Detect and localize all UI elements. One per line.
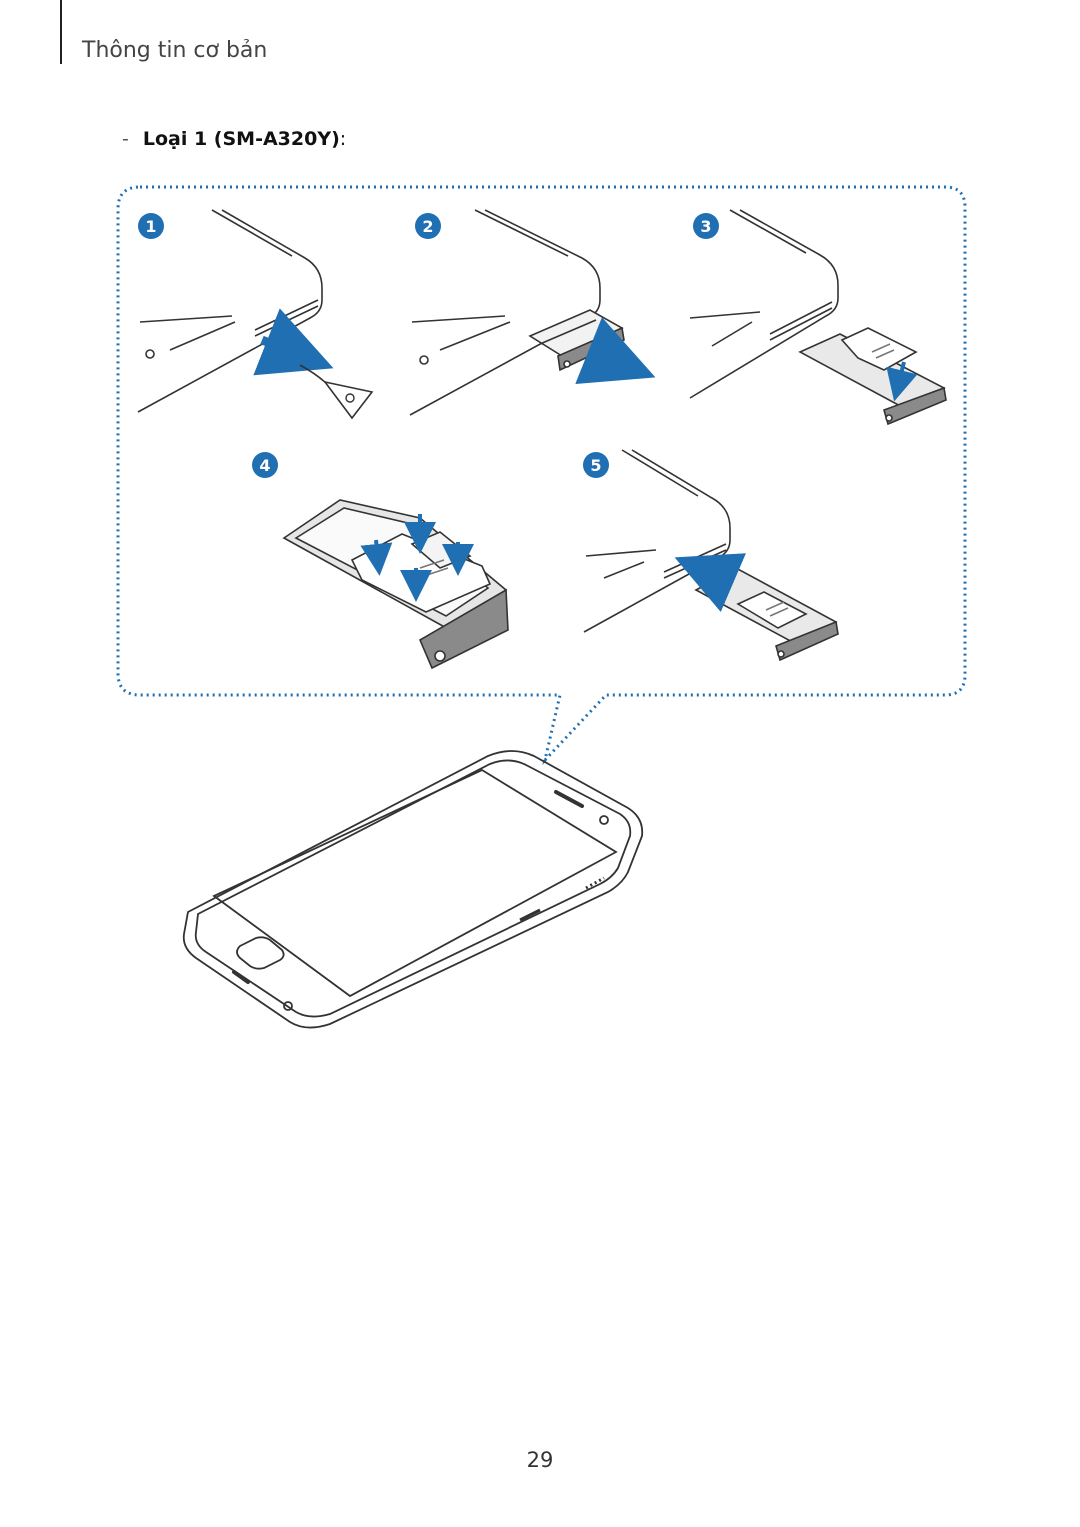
phone-overview — [182, 750, 644, 1029]
step-3-number: 3 — [700, 217, 711, 236]
step-1-eject-pin — [253, 308, 374, 420]
subheading-label: Loại 1 (SM-A320Y) — [142, 128, 340, 150]
subheading: -Loại 1 (SM-A320Y): — [122, 128, 346, 150]
step-1-panel: 1 — [137, 209, 374, 420]
step-4-tray-closeup — [282, 499, 509, 670]
callout-bubble — [116, 185, 967, 766]
step-4-insert-arrows — [360, 514, 474, 602]
page-number: 29 — [526, 1448, 554, 1472]
section-title: Thông tin cơ bản — [82, 38, 268, 63]
step-2-pull-arrow-icon — [575, 317, 656, 385]
header-side-rule — [60, 0, 62, 64]
step-4-panel: 4 — [252, 452, 509, 670]
step-5-panel: 5 — [583, 449, 839, 662]
step-5-badge-icon — [583, 452, 609, 478]
step-1-phone-corner — [137, 209, 323, 413]
step-3-phone-corner — [689, 209, 839, 399]
step-2-badge-icon — [415, 213, 441, 239]
step-5-number: 5 — [590, 456, 601, 475]
step-2-phone-corner — [409, 209, 601, 416]
subheading-colon: : — [339, 128, 347, 150]
step-2-panel: 2 — [409, 209, 656, 416]
step-5-phone-corner — [583, 449, 731, 633]
step-1-number: 1 — [145, 217, 156, 236]
step-4-badge-icon — [252, 452, 278, 478]
step-3-insert-arrow-icon — [886, 361, 918, 402]
subheading-dash: - — [122, 128, 129, 150]
step-2-number: 2 — [422, 217, 433, 236]
step-4-number: 4 — [259, 456, 270, 475]
step-3-badge-icon — [693, 213, 719, 239]
step-5-insert-arrow-icon — [674, 553, 747, 613]
step-5-tray-with-card — [694, 567, 839, 662]
step-3-tray-with-card — [798, 327, 947, 426]
step-1-badge-icon — [138, 213, 164, 239]
step-3-panel: 3 — [689, 209, 947, 426]
